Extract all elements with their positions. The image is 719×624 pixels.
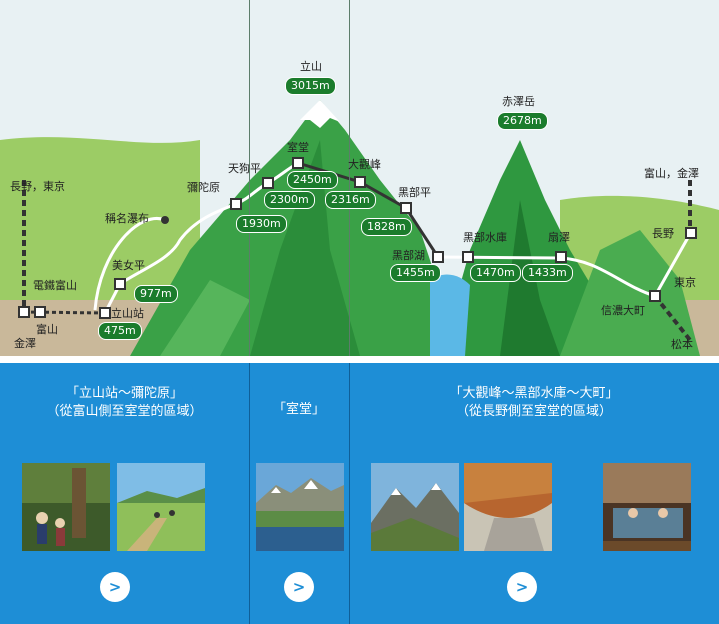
label-matsumoto: 松本 (671, 338, 693, 351)
section-subtitle: （從富山側至室堂的區域） (46, 404, 203, 419)
elevation-kurobe-dam: 1470m (470, 264, 521, 282)
elevation-akazawadake: 2678m (497, 112, 548, 130)
label-akazawadake: 赤澤岳 (502, 95, 535, 108)
hot-spring-photo (603, 463, 691, 551)
label-dentetsu-toyama: 電鐵富山 (33, 279, 77, 292)
elevation-midagahara: 1930m (236, 215, 287, 233)
label-midagahara: 彌陀原 (187, 181, 220, 194)
kurobe-dam-photo (464, 463, 552, 551)
elevation-kurobeko: 1455m (390, 264, 441, 282)
section-tateyama-midagahara: 「立山站〜彌陀原」 （從富山側至室堂的區域） > (0, 363, 249, 624)
section-2-arrow-button[interactable]: > (284, 572, 314, 602)
elevation-murodo: 2450m (287, 171, 338, 189)
section-murodo: 「室堂」 > (249, 363, 349, 624)
label-tokyo: 東京 (674, 276, 696, 289)
elevation-ogizawa: 1433m (522, 264, 573, 282)
section-1-arrow-button[interactable]: > (100, 572, 130, 602)
panel-divider-1 (249, 363, 250, 624)
murodo-lake-photo (256, 463, 344, 551)
label-kurobedaira: 黑部平 (398, 186, 431, 199)
label-tengudaira: 天狗平 (228, 162, 261, 175)
map-divider-2 (349, 0, 350, 356)
elevation-tengudaira: 2300m (264, 191, 315, 209)
label-shomyo-falls: 稱名瀑布 (105, 212, 149, 225)
mountain-illustration (0, 100, 719, 356)
section-title: 「室堂」 (272, 402, 325, 417)
section-title: 「立山站〜彌陀原」 (65, 386, 183, 401)
section-subtitle: （從長野側至室堂的區域） (455, 404, 612, 419)
elevation-tateyama: 3015m (285, 77, 336, 95)
daikanbo-mountain-photo (371, 463, 459, 551)
label-kurobeko: 黑部湖 (392, 249, 425, 262)
label-toyama-kanazawa-right: 富山，金澤 (644, 167, 699, 180)
section-panel: 「立山站〜彌陀原」 （從富山側至室堂的區域） > (0, 363, 719, 624)
label-nagano: 長野 (652, 227, 674, 240)
section-title: 「大觀峰〜黑部水庫〜大町」 (449, 386, 619, 401)
label-ogizawa: 扇澤 (548, 231, 570, 244)
label-kanazawa: 金澤 (14, 337, 36, 350)
panel-divider-2 (349, 363, 350, 624)
label-bijodaira: 美女平 (112, 259, 145, 272)
elevation-daikanbo: 2316m (325, 191, 376, 209)
label-toyama: 富山 (36, 323, 58, 336)
map-divider-1 (249, 0, 250, 356)
label-kurobe-dam: 黑部水庫 (463, 231, 507, 244)
label-murodo: 室堂 (287, 141, 309, 154)
midagahara-trail-photo (117, 463, 205, 551)
hiking-forest-photo (22, 463, 110, 551)
elevation-tateyama-station: 475m (98, 322, 142, 340)
section-3-arrow-button[interactable]: > (507, 572, 537, 602)
label-tateyama: 立山 (300, 60, 322, 73)
elevation-kurobedaira: 1828m (361, 218, 412, 236)
label-nagano-tokyo-left: 長野，東京 (10, 180, 65, 193)
route-map: 長野，東京 電鐵富山 富山 金澤 立山站 稱名瀑布 美女平 彌陀原 天狗平 室堂… (0, 0, 719, 356)
label-shinano-omachi: 信濃大町 (601, 304, 645, 317)
label-daikanbo: 大觀峰 (348, 158, 381, 171)
elevation-bijodaira: 977m (134, 285, 178, 303)
section-daikanbo-omachi: 「大觀峰〜黑部水庫〜大町」 （從長野側至室堂的區域） (349, 363, 719, 624)
label-tateyama-station: 立山站 (111, 307, 144, 320)
